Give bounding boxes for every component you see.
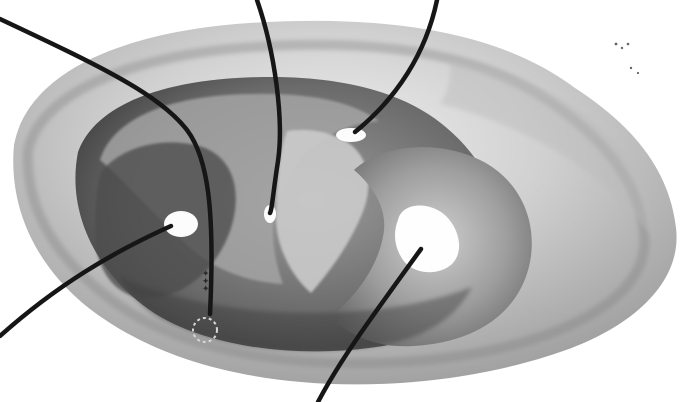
acupoint-left — [164, 211, 198, 237]
speck-3 — [627, 43, 630, 46]
speck-1 — [615, 43, 618, 46]
speck-4 — [630, 67, 632, 69]
speck-2 — [621, 47, 623, 49]
speck-5 — [637, 72, 639, 74]
acupoint-top-right — [336, 128, 366, 142]
